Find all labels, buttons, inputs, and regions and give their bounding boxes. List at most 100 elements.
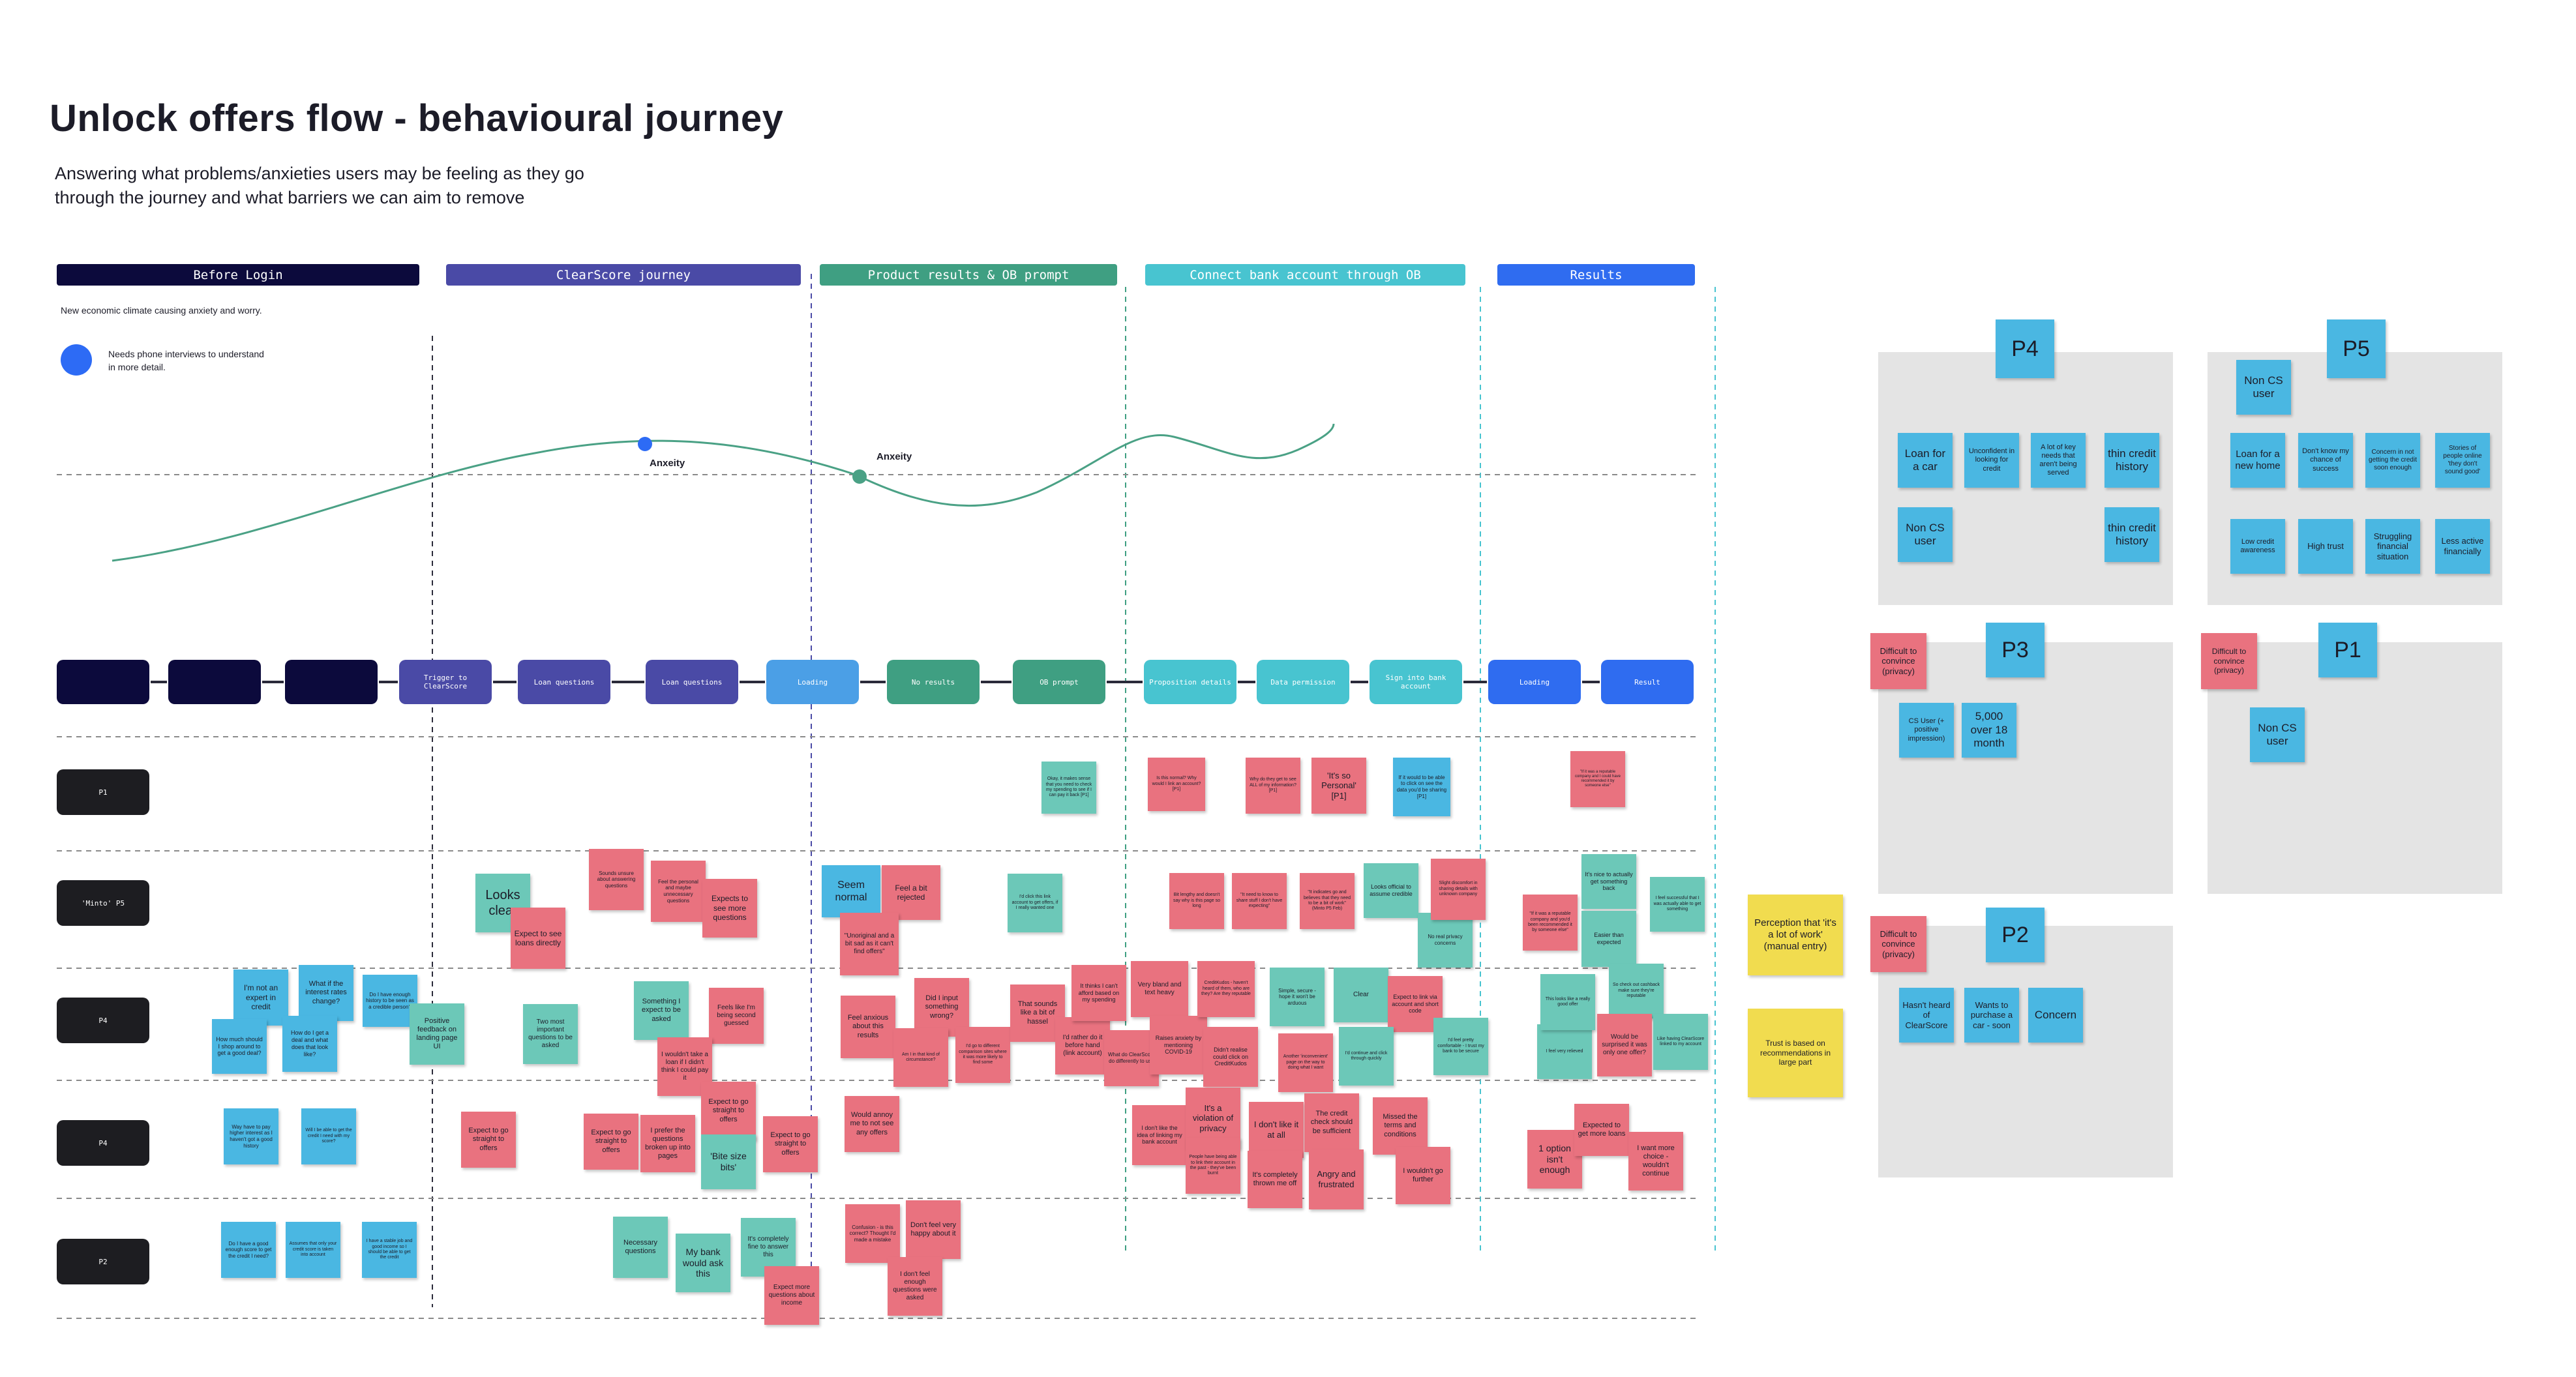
cluster-note: Unconfident in looking for credit [1964, 433, 2019, 488]
sticky-note-text: If it would to be able to click on see t… [1396, 774, 1447, 799]
sticky-note: Easier than expected [1581, 911, 1636, 967]
cluster-note: Concern [2028, 988, 2083, 1043]
sticky-note: Necessary questions [613, 1217, 668, 1278]
journey-step [285, 660, 378, 704]
sticky-note-text: Way have to pay higher interest as I hav… [230, 1123, 273, 1149]
sticky-note-text: "If it was a reputable company and I cou… [1574, 769, 1621, 788]
sticky-note-text: Bit lengthy and doesn't say why is this … [1173, 893, 1220, 909]
sticky-note-text: Sounds unsure about answering questions [597, 870, 636, 889]
sticky-note: Trust is based on recommendations in lar… [1748, 1009, 1843, 1097]
sticky-note: Didn't realise could click on CreditKudo… [1203, 1027, 1258, 1087]
step-arrow-icon [493, 681, 517, 683]
sticky-note-text: It's completely fine to answer this [747, 1236, 789, 1258]
step-arrow-icon [1238, 681, 1255, 683]
sticky-note-text: What do ClearScore do differently to us? [1107, 1052, 1156, 1064]
sticky-note: Raises anxiety by mentioning COVID-19 [1150, 1016, 1207, 1074]
cluster-note-text: Loan for a new home [2235, 449, 2281, 471]
step-arrow-icon [981, 681, 1011, 683]
cluster-note-text: Non CS user [1906, 521, 1945, 547]
sticky-note: Perception that 'it's a lot of work' (ma… [1748, 895, 1843, 975]
legend-text: Needs phone interviews to understand in … [108, 349, 264, 372]
sticky-note: "If it was a reputable company and I cou… [1570, 751, 1625, 807]
phase-1: Before Login [57, 264, 419, 286]
sticky-note-text: Expected to get more loans [1578, 1121, 1626, 1138]
sticky-note-text: 'Bite size bits' [710, 1151, 747, 1172]
sticky-note: Angry and frustrated [1309, 1149, 1364, 1209]
cluster-note-text: High trust [2307, 541, 2344, 552]
sticky-note-text: 1 option isn't enough [1538, 1142, 1571, 1176]
sticky-note: "It indicates go and believes that they … [1300, 873, 1355, 929]
sticky-note: I don't like it at all [1249, 1102, 1304, 1158]
sticky-note: Expect to link via account and short cod… [1388, 976, 1443, 1032]
sticky-note: Positive feedback on landing page UI [410, 1003, 464, 1065]
cluster-note-text: Unconfident in looking for credit [1968, 447, 2015, 473]
sticky-note: Do I have enough history to be seen as a… [363, 975, 417, 1027]
page-title: Unlock offers flow - behavioural journey [50, 97, 784, 140]
step-arrow-icon [612, 681, 644, 683]
sticky-note: Would be surprised it was only one offer… [1597, 1014, 1652, 1076]
cluster-note-text: thin credit history [2108, 521, 2156, 547]
cluster-note-text: Concern [2034, 1008, 2077, 1021]
cluster-note: Stories of people online 'they don't sou… [2435, 433, 2490, 488]
sticky-note: Would annoy me to not see any offers [845, 1096, 899, 1152]
cluster-note-text: CS User (+ positive impression) [1908, 717, 1945, 743]
cluster-note: Non CS user [1898, 507, 1953, 562]
journey-step [168, 660, 261, 704]
sticky-note-text: I don't like it at all [1253, 1119, 1299, 1140]
sticky-note: "If it was a reputable company and you'd… [1523, 895, 1578, 951]
journey-step: Loading [766, 660, 859, 704]
sticky-note: How much should I shop around to get a g… [212, 1019, 267, 1074]
sticky-note: Expect to go straight to offers [763, 1116, 818, 1172]
sticky-note-text: Would annoy me to not see any offers [850, 1111, 894, 1136]
sticky-note: Feel anxious about this results [841, 996, 895, 1058]
sticky-note: CreditKudos - haven't heard of them, who… [1197, 961, 1255, 1017]
cluster-note-text: 5,000 over 18 month [1970, 710, 2008, 750]
context-note: New economic climate causing anxiety and… [61, 305, 262, 316]
sticky-note-text: I have a stable job and good income so I… [366, 1239, 413, 1260]
persona-row-label: 'Minto' P5 [57, 880, 149, 926]
sticky-note-text: It's completely thrown me off [1252, 1170, 1298, 1187]
sticky-note-text: I don't like the idea of linking my bank… [1137, 1124, 1182, 1146]
persona-cluster-p3 [1878, 642, 2173, 894]
persona-cluster-label: P2 [1986, 908, 2044, 962]
sticky-note: I'm not an expert in credit [233, 970, 288, 1026]
sticky-note-text: It's a violation of privacy [1192, 1103, 1234, 1133]
sticky-note-text: "It need to know to share stuff I don't … [1236, 893, 1283, 909]
sticky-note-text: I'd click this link account to get offer… [1011, 895, 1058, 911]
cluster-note: Loan for a new home [2230, 433, 2285, 488]
sticky-note: 1 option isn't enough [1527, 1130, 1582, 1189]
journey-step: Loading [1488, 660, 1581, 704]
persona-cluster-label: P4 [1996, 319, 2054, 378]
journey-step [57, 660, 149, 704]
sticky-note: Feels like I'm being second guessed [709, 988, 764, 1044]
journey-step: Loan questions [518, 660, 610, 704]
cluster-note-text: Difficult to convince (privacy) [1880, 645, 1917, 676]
sticky-note-text: Positive feedback on landing page UI [416, 1016, 458, 1051]
page-subtitle: Answering what problems/anxieties users … [55, 164, 584, 207]
sticky-note-text: Expect to go straight to offers [468, 1127, 509, 1152]
sticky-note-text: Do I have enough history to be seen as a… [366, 991, 414, 1010]
sticky-note-text: I'm not an expert in credit [243, 983, 278, 1012]
anxiety-marker-1 [638, 437, 652, 451]
sticky-note-text: What if the interest rates change? [305, 980, 347, 1005]
sticky-note: I wouldn't go further [1396, 1147, 1450, 1204]
cluster-note-text: Loan for a car [1904, 447, 1946, 473]
persona-row-label: P4 [57, 1120, 149, 1166]
cluster-note: Don't know my chance of success [2298, 433, 2353, 488]
cluster-note-text: Don't know my chance of success [2302, 447, 2349, 473]
sticky-note: Bit lengthy and doesn't say why is this … [1169, 873, 1224, 929]
cluster-note: Difficult to convince (privacy) [1870, 916, 1926, 972]
persona-row-label: P2 [57, 1239, 149, 1284]
cluster-note-text: Non CS user [2244, 374, 2283, 400]
sticky-note: People have being able to link their acc… [1186, 1138, 1240, 1194]
sticky-note-text: Perception that 'it's a lot of work' (ma… [1754, 917, 1836, 952]
sticky-note-text: Is this normal? Why would I link an acco… [1152, 776, 1201, 792]
step-arrow-icon [860, 681, 886, 683]
sticky-note: So check out cashback make sure they're … [1609, 964, 1664, 1018]
cluster-note-text: Non CS user [2258, 721, 2297, 747]
sticky-note: I feel successful that I was actually ab… [1650, 877, 1705, 932]
step-arrow-icon [1351, 681, 1368, 683]
sticky-note-text: Looks clear [485, 888, 520, 918]
sticky-note-text: Raises anxiety by mentioning COVID-19 [1155, 1034, 1202, 1056]
sticky-note-text: Confusion - is this correct? Thought I'd… [849, 1224, 896, 1243]
